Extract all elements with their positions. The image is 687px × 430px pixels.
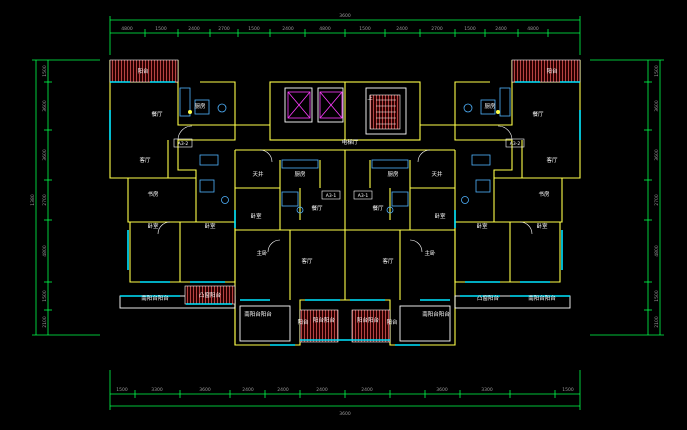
- dim-bottom-9: 3300: [481, 387, 493, 393]
- label-kitchen-cl: 厨房: [294, 170, 306, 178]
- dim-top-13: 4800: [527, 26, 539, 32]
- fixtures: [157, 87, 533, 253]
- dim-right-6: 1500: [654, 290, 660, 302]
- label-study-r: 书房: [538, 190, 550, 198]
- dim-top-7: 4800: [319, 26, 331, 32]
- dim-top-4: 2700: [218, 26, 230, 32]
- dim-bottom-7: 2400: [361, 387, 373, 393]
- label-terrace-cr: 天井: [431, 170, 443, 178]
- label-balc-cc1: 阳台阳台: [313, 316, 336, 324]
- label-bed-l: 卧室: [147, 222, 159, 230]
- label-sun-bl: 南阳台阳台: [141, 294, 169, 302]
- dim-left-2: 3600: [42, 100, 48, 112]
- hatched-balconies: [109, 59, 581, 343]
- dimension-texts: 3600 4800 1500 2400 2700 1500 2400 4800 …: [30, 13, 660, 417]
- label-balc-cc2: 阳台阳台: [357, 316, 380, 324]
- label-living-cl: 客厅: [301, 257, 313, 265]
- label-living-l: 客厅: [139, 156, 151, 164]
- label-living-cr: 客厅: [382, 257, 394, 265]
- dim-bottom-10: 1500: [562, 387, 574, 393]
- dim-right-5: 4800: [654, 245, 660, 257]
- dim-left-6: 1500: [42, 290, 48, 302]
- label-study-l: 书房: [147, 190, 159, 198]
- dim-bottom-5: 2400: [277, 387, 289, 393]
- tag-unit-cl: A3-1: [326, 193, 337, 199]
- dim-top-2: 1500: [155, 26, 167, 32]
- label-terrace-cl: 天井: [252, 170, 264, 178]
- dim-left-overall: 1380: [30, 194, 36, 206]
- windows: [109, 81, 581, 346]
- label-sun-br: 南阳台阳台: [528, 294, 556, 302]
- dim-top-10: 2700: [431, 26, 443, 32]
- label-bed-l2: 卧室: [204, 222, 216, 230]
- dim-right-3: 3600: [654, 149, 660, 161]
- dim-left-7: 2100: [42, 316, 48, 328]
- label-dining-cr: 餐厅: [372, 204, 384, 212]
- dim-top-overall: 3600: [339, 13, 351, 19]
- label-elevator-hall: 电梯厅: [342, 138, 359, 146]
- dim-right-1: 1500: [654, 65, 660, 77]
- dim-top-8: 1500: [359, 26, 371, 32]
- dim-bottom-6: 2400: [316, 387, 328, 393]
- tag-unit-cr: A3-1: [358, 193, 369, 199]
- label-balc-c2: 阳台: [386, 318, 398, 326]
- dim-top-12: 2400: [495, 26, 507, 32]
- dim-top-3: 2400: [188, 26, 200, 32]
- dim-bottom-2: 3300: [151, 387, 163, 393]
- label-kitchen-r: 厨房: [484, 102, 496, 110]
- label-bay-br: 凸窗阳台: [477, 294, 500, 302]
- dim-right-2: 3600: [654, 100, 660, 112]
- dim-left-1: 1500: [42, 65, 48, 77]
- dim-left-5: 4800: [42, 245, 48, 257]
- dim-top-5: 1500: [248, 26, 260, 32]
- label-porch-l: 南阳台阳台: [244, 310, 272, 318]
- label-bed-r2: 卧室: [476, 222, 488, 230]
- label-stair: 上: [367, 94, 373, 102]
- dim-bottom-4: 2400: [242, 387, 254, 393]
- dim-left-4: 2700: [42, 194, 48, 206]
- label-dining-cl: 餐厅: [311, 204, 323, 212]
- dim-top-6: 2400: [282, 26, 294, 32]
- label-balcony-tl: 阳台: [137, 67, 149, 75]
- dim-right-4: 2700: [654, 194, 660, 206]
- label-bed-cr: 卧室: [434, 212, 446, 220]
- unit-tags: A3-2 A3-2 A3-1 A3-1: [173, 138, 525, 200]
- label-bay-bl: 凸窗阳台: [199, 291, 222, 299]
- label-dining-r: 餐厅: [532, 110, 544, 118]
- label-bed-r: 卧室: [536, 222, 548, 230]
- label-balc-c1: 阳台: [297, 318, 309, 326]
- label-dining-l: 餐厅: [151, 110, 163, 118]
- dim-left-3: 3600: [42, 149, 48, 161]
- dim-top-11: 1500: [464, 26, 476, 32]
- label-kitchen-cr: 厨房: [387, 170, 399, 178]
- dim-right-7: 2100: [654, 316, 660, 328]
- label-kitchen-l: 厨房: [194, 102, 206, 110]
- tag-unit-tl: A3-2: [178, 141, 189, 147]
- label-porch-r: 南阳台阳台: [422, 310, 450, 318]
- dim-bottom-3: 3600: [199, 387, 211, 393]
- dim-bottom-1: 1500: [116, 387, 128, 393]
- label-balcony-tr: 阳台: [546, 67, 558, 75]
- dimension-lines: [32, 16, 664, 410]
- walls: [109, 60, 581, 346]
- dim-top-1: 4800: [121, 26, 133, 32]
- tag-unit-tr: A3-2: [510, 141, 521, 147]
- room-labels: 阳台 阳台 餐厅 餐厅 厨房 厨房 客厅 客厅 书房 书房 卧室 卧室 卧室 卧…: [137, 67, 558, 326]
- label-bed-cl: 卧室: [250, 212, 262, 220]
- dim-bottom-overall: 3600: [339, 411, 351, 417]
- label-master-cr: 主卧: [424, 249, 436, 257]
- label-master-cl: 主卧: [256, 249, 268, 257]
- dim-top-9: 2400: [396, 26, 408, 32]
- label-living-r: 客厅: [546, 156, 558, 164]
- dim-bottom-8: 3600: [436, 387, 448, 393]
